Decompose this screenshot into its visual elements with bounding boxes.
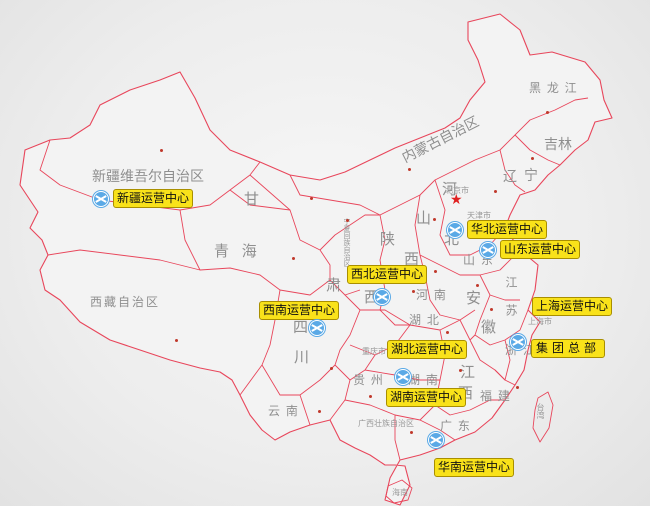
center-huanan[interactable]: 华南运营中心 [434,458,515,477]
label-shanghai: 上海市 [528,317,552,326]
label-henan: 河 南 [416,288,447,302]
label-beijing: 北京市 [445,186,469,195]
center-xinan[interactable]: 西南运营中心 [259,301,340,320]
label-hainan: 海南 [392,488,408,497]
border-hainan [385,479,413,504]
center-shanghai[interactable]: 上海运营中心 [532,297,613,316]
center-hubei-label: 湖北运营中心 [387,340,468,359]
fan-icon [480,241,496,258]
border-fujian [494,339,511,381]
city-dot [546,111,549,114]
label-fujian: 福 建 [480,389,511,403]
label-taiwan: 台湾 [536,403,545,419]
border-xizang [47,249,281,396]
city-dot [531,157,534,160]
border-jiangsu-anhui [474,274,529,346]
city-dot [310,197,313,200]
label-chongqing: 重庆市 [362,347,386,356]
city-dot [434,270,437,273]
city-dot [476,284,479,287]
label-sichuan-2: 川 [294,348,314,366]
fan-icon [93,190,109,207]
fan-icon [309,320,325,336]
label-shaanxi-2: 西 [404,250,424,268]
label-anhui-1: 安 [466,289,486,307]
center-shandong-label: 山东运营中心 [500,240,581,259]
label-tianjin: 天津市 [467,211,491,220]
label-liaoning-2: 宁 [524,168,538,184]
city-dot [516,386,519,389]
center-xinan-label: 西南运营中心 [259,301,340,320]
center-hubei[interactable]: 湖北运营中心 [387,340,468,359]
city-dot [369,395,372,398]
label-shanxi-1: 山 [416,209,436,227]
city-dot [412,290,415,293]
fan-icon [374,289,390,305]
center-xinjiang[interactable]: 新疆运营中心 [93,189,194,208]
border-guangdong [419,419,456,441]
city-dot [330,367,333,370]
label-gansu-2: 肃 [326,276,346,294]
label-hebei-1: 河 [442,180,462,198]
border-jilin-liaoning [499,134,561,193]
center-hunan-label: 湖南运营中心 [386,388,467,407]
fan-icon [428,432,444,448]
center-xinjiang-label: 新疆运营中心 [113,189,194,208]
border-taiwan [532,391,554,443]
label-jiangxi-1: 江 [460,363,480,381]
border-henan-shandong [419,249,521,321]
center-huabei[interactable]: 华北运营中心 [447,220,548,239]
center-xibei-label: 西北运营中心 [347,265,428,284]
city-dot [292,257,295,260]
center-hunan[interactable]: 湖南运营中心 [386,388,467,407]
city-dot [346,219,349,222]
city-dot [446,331,449,334]
center-huabei-label: 华北运营中心 [467,220,548,239]
headquarters-label[interactable]: 集团总部 [531,339,606,358]
label-guizhou: 贵 州 [353,373,384,387]
label-anhui-2: 徽 [481,318,501,336]
city-dot [490,308,493,311]
border-neimenggu [289,97,589,216]
city-dot [318,410,321,413]
label-ningxia: 宁夏回族自治区 [343,218,351,267]
border-qinghai [179,174,331,296]
fan-icon [395,369,411,385]
center-shanghai-label: 上海运营中心 [532,297,613,316]
label-guangxi: 广西壮族自治区 [358,419,414,428]
label-heilongjiang: 黑 龙 江 [529,81,578,95]
label-jiangsu: 江 苏 [504,276,518,322]
china-outline [19,13,613,506]
city-dot [160,149,163,152]
center-huanan-label: 华南运营中心 [434,458,515,477]
center-xibei[interactable]: 西北运营中心 [347,265,428,284]
label-guangdong: 广 东 [440,419,471,433]
fan-icon [510,334,526,350]
label-xinjiang: 新疆维吾尔自治区 [92,169,204,185]
label-liaoning-1: 辽 [503,169,517,185]
city-dot [410,431,413,434]
label-xizang: 西藏自治区 [90,295,161,309]
border-chongqing [334,354,376,381]
city-dot [175,339,178,342]
city-dot [408,168,411,171]
label-sichuan-1: 四 [293,318,313,336]
label-gansu-1: 甘 [244,190,264,208]
label-jilin: 吉林 [544,137,572,153]
label-yunnan: 云 南 [268,404,299,418]
label-shaanxi-1: 陕 [380,230,400,248]
city-dot [433,218,436,221]
city-dot [494,190,497,193]
city-dot [459,369,462,372]
capital-star-icon: ★ [450,192,463,208]
center-shandong[interactable]: 山东运营中心 [480,240,581,259]
fan-icon [447,221,463,238]
border-hubei [349,309,461,356]
label-hubei: 湖 北 [409,313,440,327]
label-qinghai: 青 海 [214,242,261,260]
label-hunan: 湖 南 [408,373,439,387]
